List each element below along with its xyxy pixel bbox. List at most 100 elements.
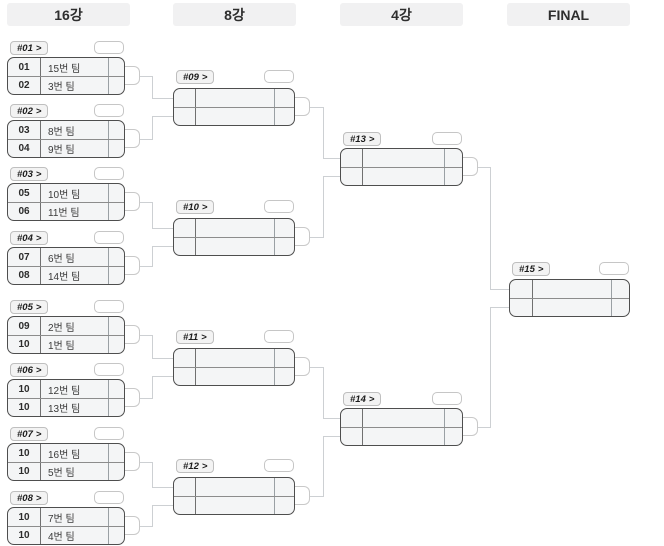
connector-junction-04: [124, 256, 140, 275]
seed-cell: [341, 409, 363, 427]
entry-row: [174, 367, 294, 385]
team-cell: [196, 368, 274, 385]
connector-junction-06: [124, 388, 140, 407]
connector-line: [152, 335, 153, 359]
team-cell: 3번 팀: [48, 82, 75, 93]
seed-cell: [341, 149, 363, 167]
team-cell: 13번 팀: [48, 404, 81, 415]
result-box-09: [264, 70, 294, 83]
score-cell: [444, 168, 462, 185]
match-link-15[interactable]: #15>: [512, 262, 551, 276]
match-code: #06: [17, 364, 33, 376]
score-cell: [108, 140, 124, 157]
result-box-10: [264, 200, 294, 213]
round-header-final: FINAL: [507, 3, 630, 26]
match-table-11: [173, 348, 295, 386]
chevron-right-icon: >: [35, 168, 42, 180]
result-box-08: [94, 491, 124, 504]
entry-row: [341, 427, 462, 445]
connector-line: [152, 505, 173, 506]
match-code: #01: [17, 42, 33, 54]
connector-line: [152, 76, 153, 99]
match-link-11[interactable]: #11>: [176, 330, 214, 344]
match-link-09[interactable]: #09>: [176, 70, 215, 84]
team-cell: 12번 팀: [48, 385, 81, 397]
connector-line: [152, 98, 173, 99]
score-cell: [108, 399, 124, 416]
team-cell: [363, 409, 444, 427]
entry-row: 03 8번 팀: [8, 121, 124, 139]
match-code: #10: [183, 201, 199, 213]
match-link-05[interactable]: #05>: [10, 300, 49, 314]
team-cell: 16번 팀: [48, 449, 81, 461]
team-cell: [533, 299, 611, 316]
team-cell: [533, 280, 611, 298]
match-link-07[interactable]: #07>: [10, 427, 49, 441]
chevron-right-icon: >: [201, 460, 208, 472]
match-link-03[interactable]: #03>: [10, 167, 49, 181]
result-box-14: [432, 392, 462, 405]
seed-cell: [341, 168, 363, 185]
seed-cell: 03: [8, 121, 41, 139]
team-cell: 11번 팀: [48, 208, 80, 219]
score-cell: [611, 299, 629, 316]
score-cell: [108, 508, 124, 526]
chevron-right-icon: >: [35, 232, 42, 244]
score-cell: [274, 219, 294, 237]
connector-junction-12: [294, 486, 310, 505]
entry-row: [174, 107, 294, 125]
connector-line: [152, 358, 173, 359]
entry-row: [174, 89, 294, 107]
team-cell: 2번 팀: [48, 322, 75, 334]
connector-line: [323, 418, 340, 419]
score-cell: [444, 149, 462, 167]
match-link-14[interactable]: #14>: [343, 392, 382, 406]
result-box-04: [94, 231, 124, 244]
team-cell: [363, 168, 444, 185]
match-link-01[interactable]: #01>: [10, 41, 49, 55]
team-cell: 8번 팀: [48, 126, 75, 138]
connector-line: [140, 202, 153, 203]
match-link-13[interactable]: #13>: [343, 132, 382, 146]
connector-junction-08: [124, 516, 140, 535]
connector-line: [152, 246, 153, 267]
team-cell: 7번 팀: [48, 513, 75, 525]
connector-line: [152, 202, 153, 229]
match-link-12[interactable]: #12>: [176, 459, 215, 473]
entry-row: [510, 298, 629, 316]
round-header-4: 4강: [340, 3, 463, 26]
match-code: #15: [519, 263, 535, 275]
match-link-08[interactable]: #08>: [10, 491, 49, 505]
match-table-10: [173, 218, 295, 256]
team-cell: [196, 497, 274, 514]
connector-line: [490, 307, 491, 428]
chevron-right-icon: >: [35, 105, 42, 117]
score-cell: [108, 248, 124, 266]
connector-junction-10: [294, 227, 310, 246]
match-link-04[interactable]: #04>: [10, 231, 49, 245]
score-cell: [444, 428, 462, 445]
score-cell: [108, 380, 124, 398]
match-link-06[interactable]: #06>: [10, 363, 49, 377]
score-cell: [274, 478, 294, 496]
score-cell: [274, 238, 294, 255]
connector-junction-14: [462, 417, 478, 436]
match-link-10[interactable]: #10>: [176, 200, 215, 214]
connector-junction-02: [124, 129, 140, 148]
match-link-02[interactable]: #02>: [10, 104, 49, 118]
chevron-right-icon: >: [368, 393, 375, 405]
score-cell: [274, 368, 294, 385]
match-table-14: [340, 408, 463, 446]
match-code: #12: [183, 460, 199, 472]
seed-cell: 10: [8, 527, 41, 544]
connector-line: [152, 116, 153, 140]
connector-line: [323, 367, 324, 419]
result-box-15: [599, 262, 629, 275]
